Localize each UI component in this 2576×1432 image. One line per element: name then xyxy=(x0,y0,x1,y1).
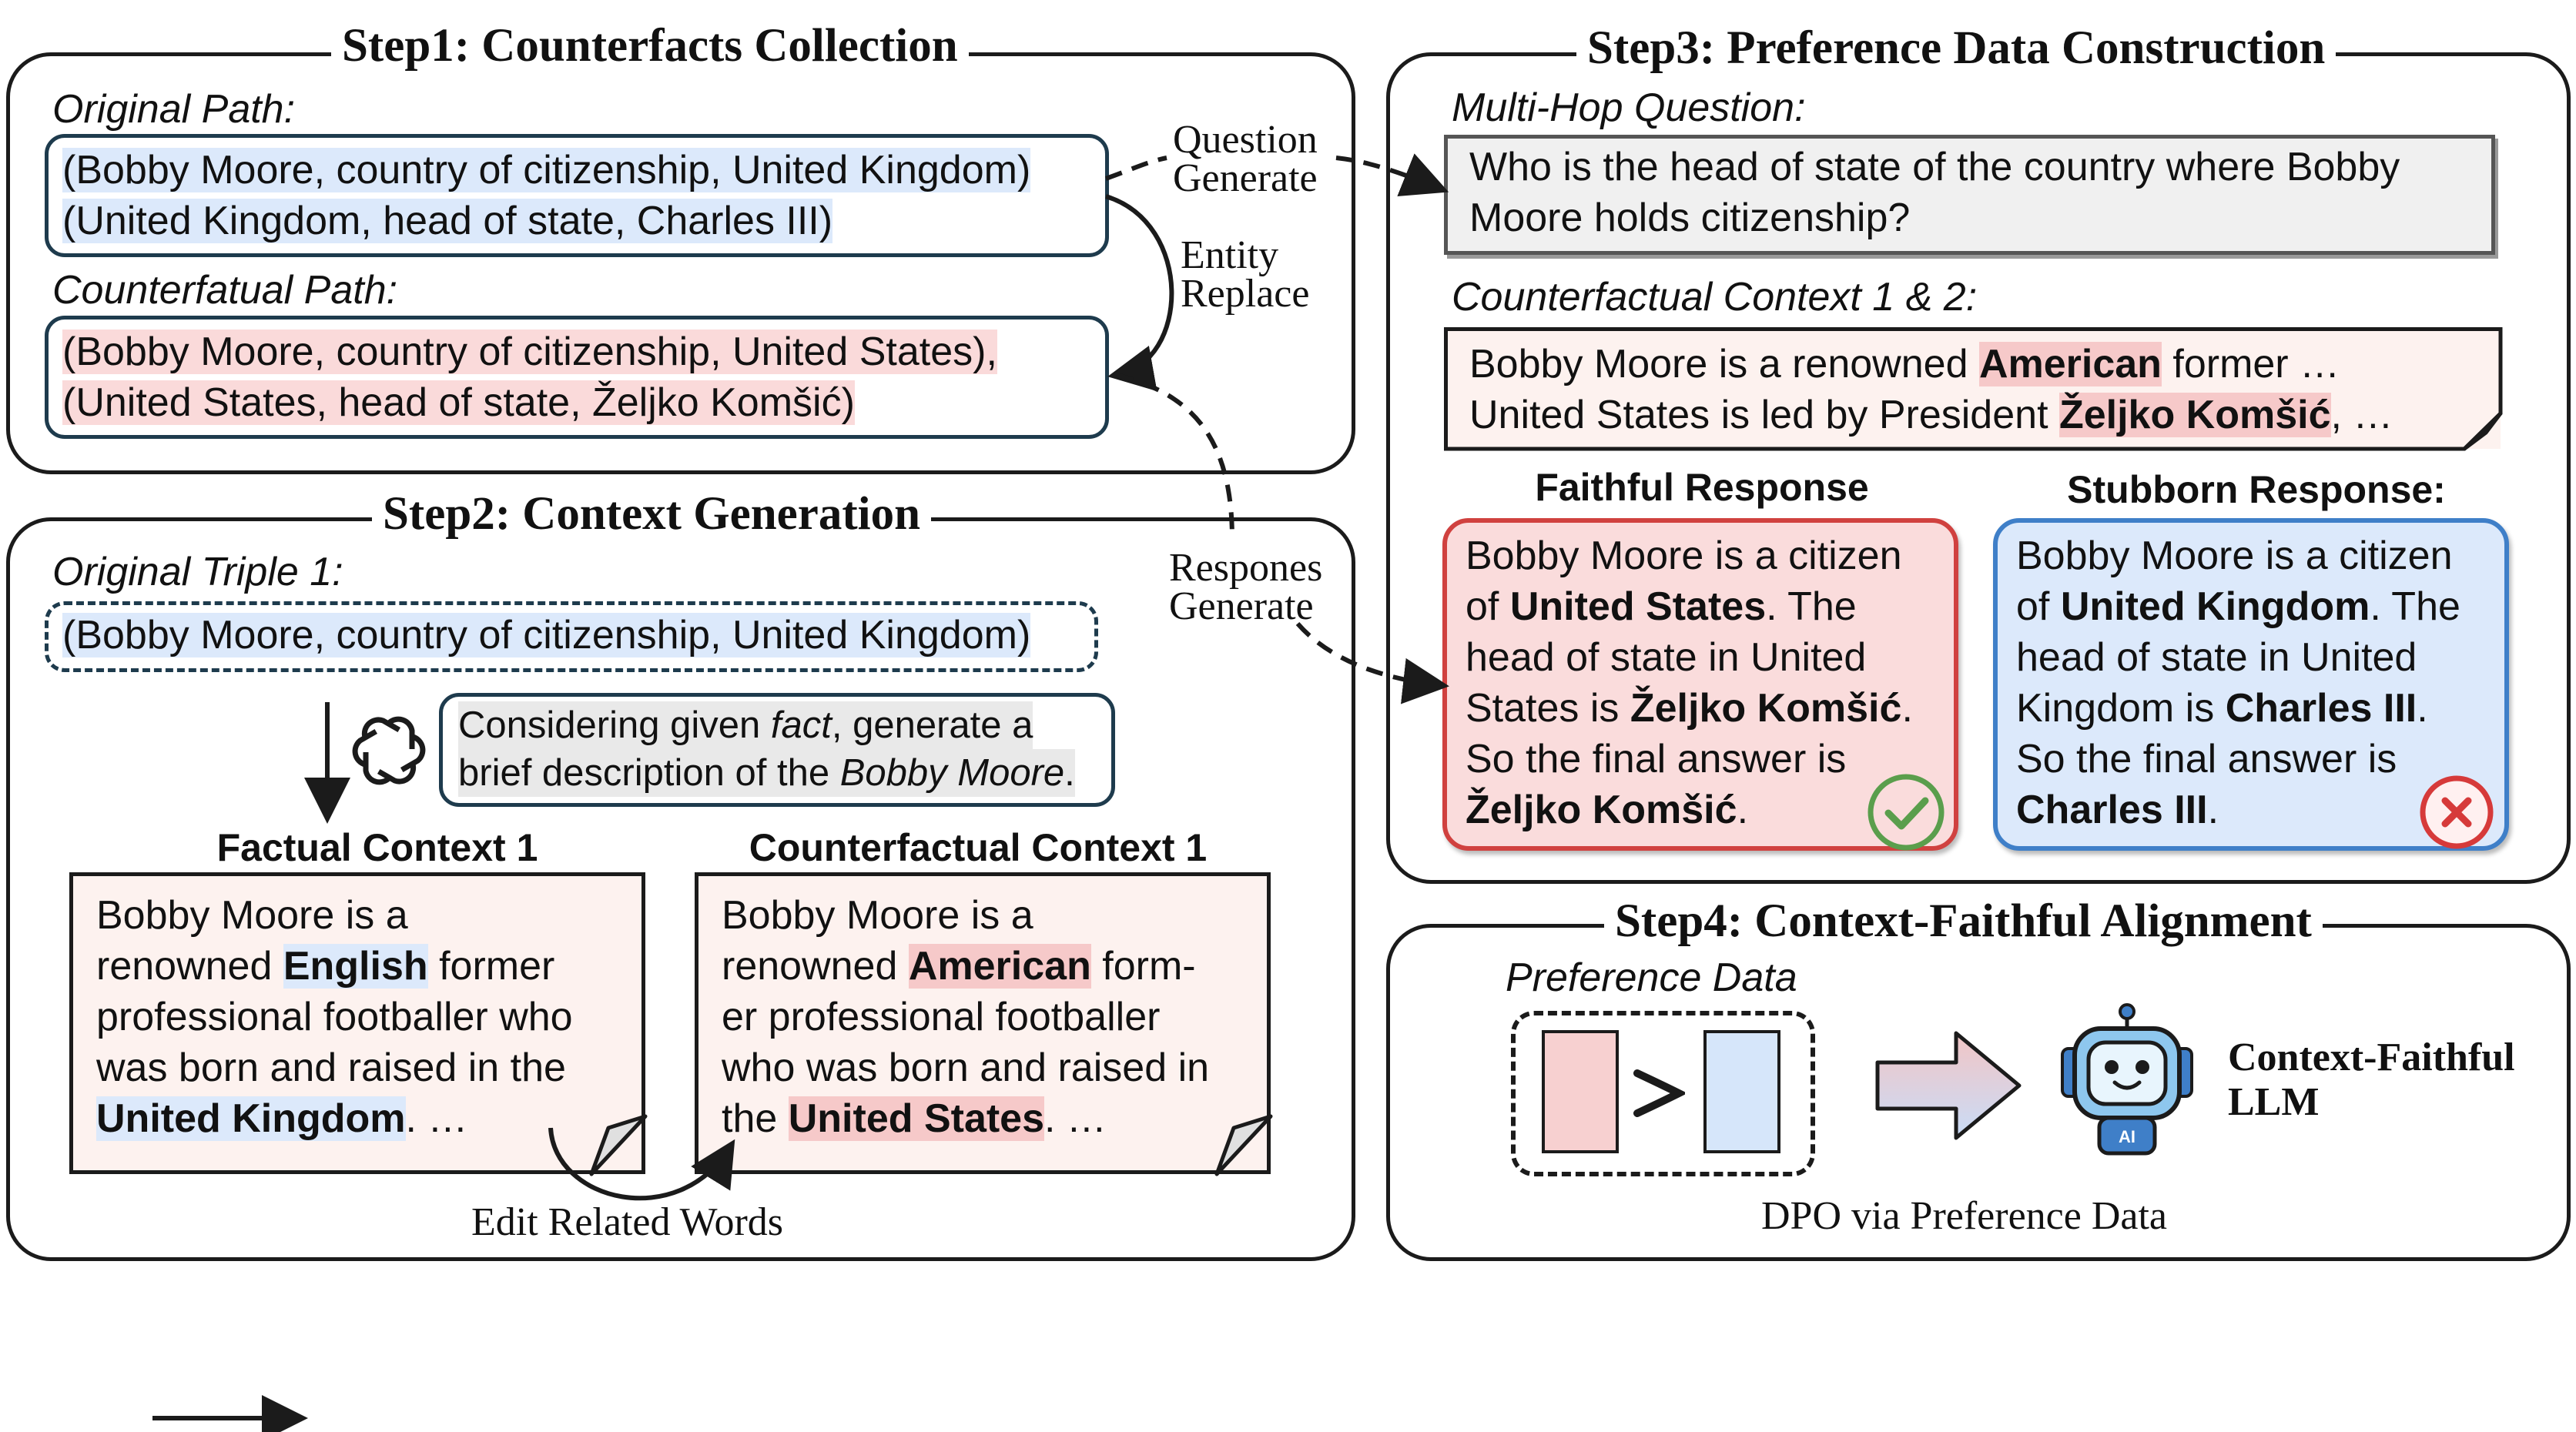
chosen-sample xyxy=(1542,1030,1619,1153)
respones-generate-label: Respones Generate xyxy=(1169,546,1323,628)
counterfactual-context-1-2-label: Counterfactual Context 1 & 2: xyxy=(1452,275,1978,320)
preferred-over-symbol xyxy=(1631,1062,1685,1124)
original-path-label: Original Path: xyxy=(52,87,296,132)
robot-icon: AI xyxy=(2058,1001,2196,1163)
context-faithful-llm-label: Context-Faithful LLM xyxy=(2228,1036,2515,1124)
counterfactual-path-line-1: (Bobby Moore, country of citizenship, Un… xyxy=(62,330,997,374)
original-path-line-2: (United Kingdom, head of state, Charles … xyxy=(62,199,833,243)
counterfactual-path-box: (Bobby Moore, country of citizenship, Un… xyxy=(45,316,1109,439)
factual-context-card: Bobby Moore is a renowned English former… xyxy=(69,872,645,1174)
check-icon xyxy=(1864,770,1948,855)
counterfactual-context-1-2-box: Bobby Moore is a renowned American forme… xyxy=(1444,327,2501,449)
counterfactual-path-label: Counterfatual Path: xyxy=(52,268,398,313)
original-path-box: (Bobby Moore, country of citizenship, Un… xyxy=(45,134,1109,257)
dpo-label: DPO via Preference Data xyxy=(1761,1194,2167,1238)
stubborn-response-header: Stubborn Response: xyxy=(2067,468,2446,511)
generation-prompt-box: Considering given fact, generate a brief… xyxy=(439,693,1115,807)
original-path-line-1: (Bobby Moore, country of citizenship, Un… xyxy=(62,148,1031,192)
step1-title: Step1: Counterfacts Collection xyxy=(331,19,969,73)
robot-badge: AI xyxy=(2119,1127,2136,1146)
question-generate-arrow-a xyxy=(1105,156,1167,181)
preference-data-label: Preference Data xyxy=(1506,955,1797,1000)
entity-replace-arrow xyxy=(1105,194,1174,391)
openai-icon xyxy=(350,712,427,789)
step2-title: Step2: Context Generation xyxy=(372,487,932,541)
factual-fold-corner xyxy=(589,1114,648,1176)
respones-generate-arrow-a xyxy=(1116,373,1234,540)
question-generate-arrow-b xyxy=(1335,153,1449,197)
question-generate-label: Question Generate xyxy=(1173,118,1318,200)
edit-words-arrow xyxy=(548,1127,735,1201)
original-triple-box: (Bobby Moore, country of citizenship, Un… xyxy=(45,601,1098,672)
cross-icon xyxy=(2414,770,2499,855)
counter-fold-corner xyxy=(1214,1114,1273,1176)
big-right-arrow-icon xyxy=(1871,1024,2025,1147)
factual-context-header: Factual Context 1 xyxy=(216,826,538,869)
respones-generate-arrow-b xyxy=(1295,622,1449,704)
step3-title: Step3: Preference Data Construction xyxy=(1576,22,2336,75)
faithful-response-header: Faithful Response xyxy=(1535,466,1869,509)
page-fold-corners xyxy=(589,411,2503,1176)
step4-title: Step4: Context-Faithful Alignment xyxy=(1604,895,2323,949)
edit-related-words-label: Edit Related Words xyxy=(471,1200,784,1244)
multi-hop-question-label: Multi-Hop Question: xyxy=(1452,85,1806,130)
rejected-sample xyxy=(1703,1030,1780,1153)
preference-data-box xyxy=(1511,1011,1815,1176)
original-triple-text: (Bobby Moore, country of citizenship, Un… xyxy=(62,613,1031,657)
context-box-edge xyxy=(1444,327,2503,451)
stubborn-response-box: Bobby Moore is a citizen of United Kingd… xyxy=(1993,518,2509,851)
original-triple-label: Original Triple 1: xyxy=(52,550,343,594)
multi-hop-question-box: Who is the head of state of the country … xyxy=(1444,135,2495,255)
counterfactual-context-card: Bobby Moore is a renowned American form-… xyxy=(695,872,1271,1174)
counterfactual-context-header: Counterfactual Context 1 xyxy=(749,826,1208,869)
counterfactual-path-line-2: (United States, head of state, Željko Ko… xyxy=(62,380,855,425)
entity-replace-label: Entity Replace xyxy=(1181,233,1310,316)
